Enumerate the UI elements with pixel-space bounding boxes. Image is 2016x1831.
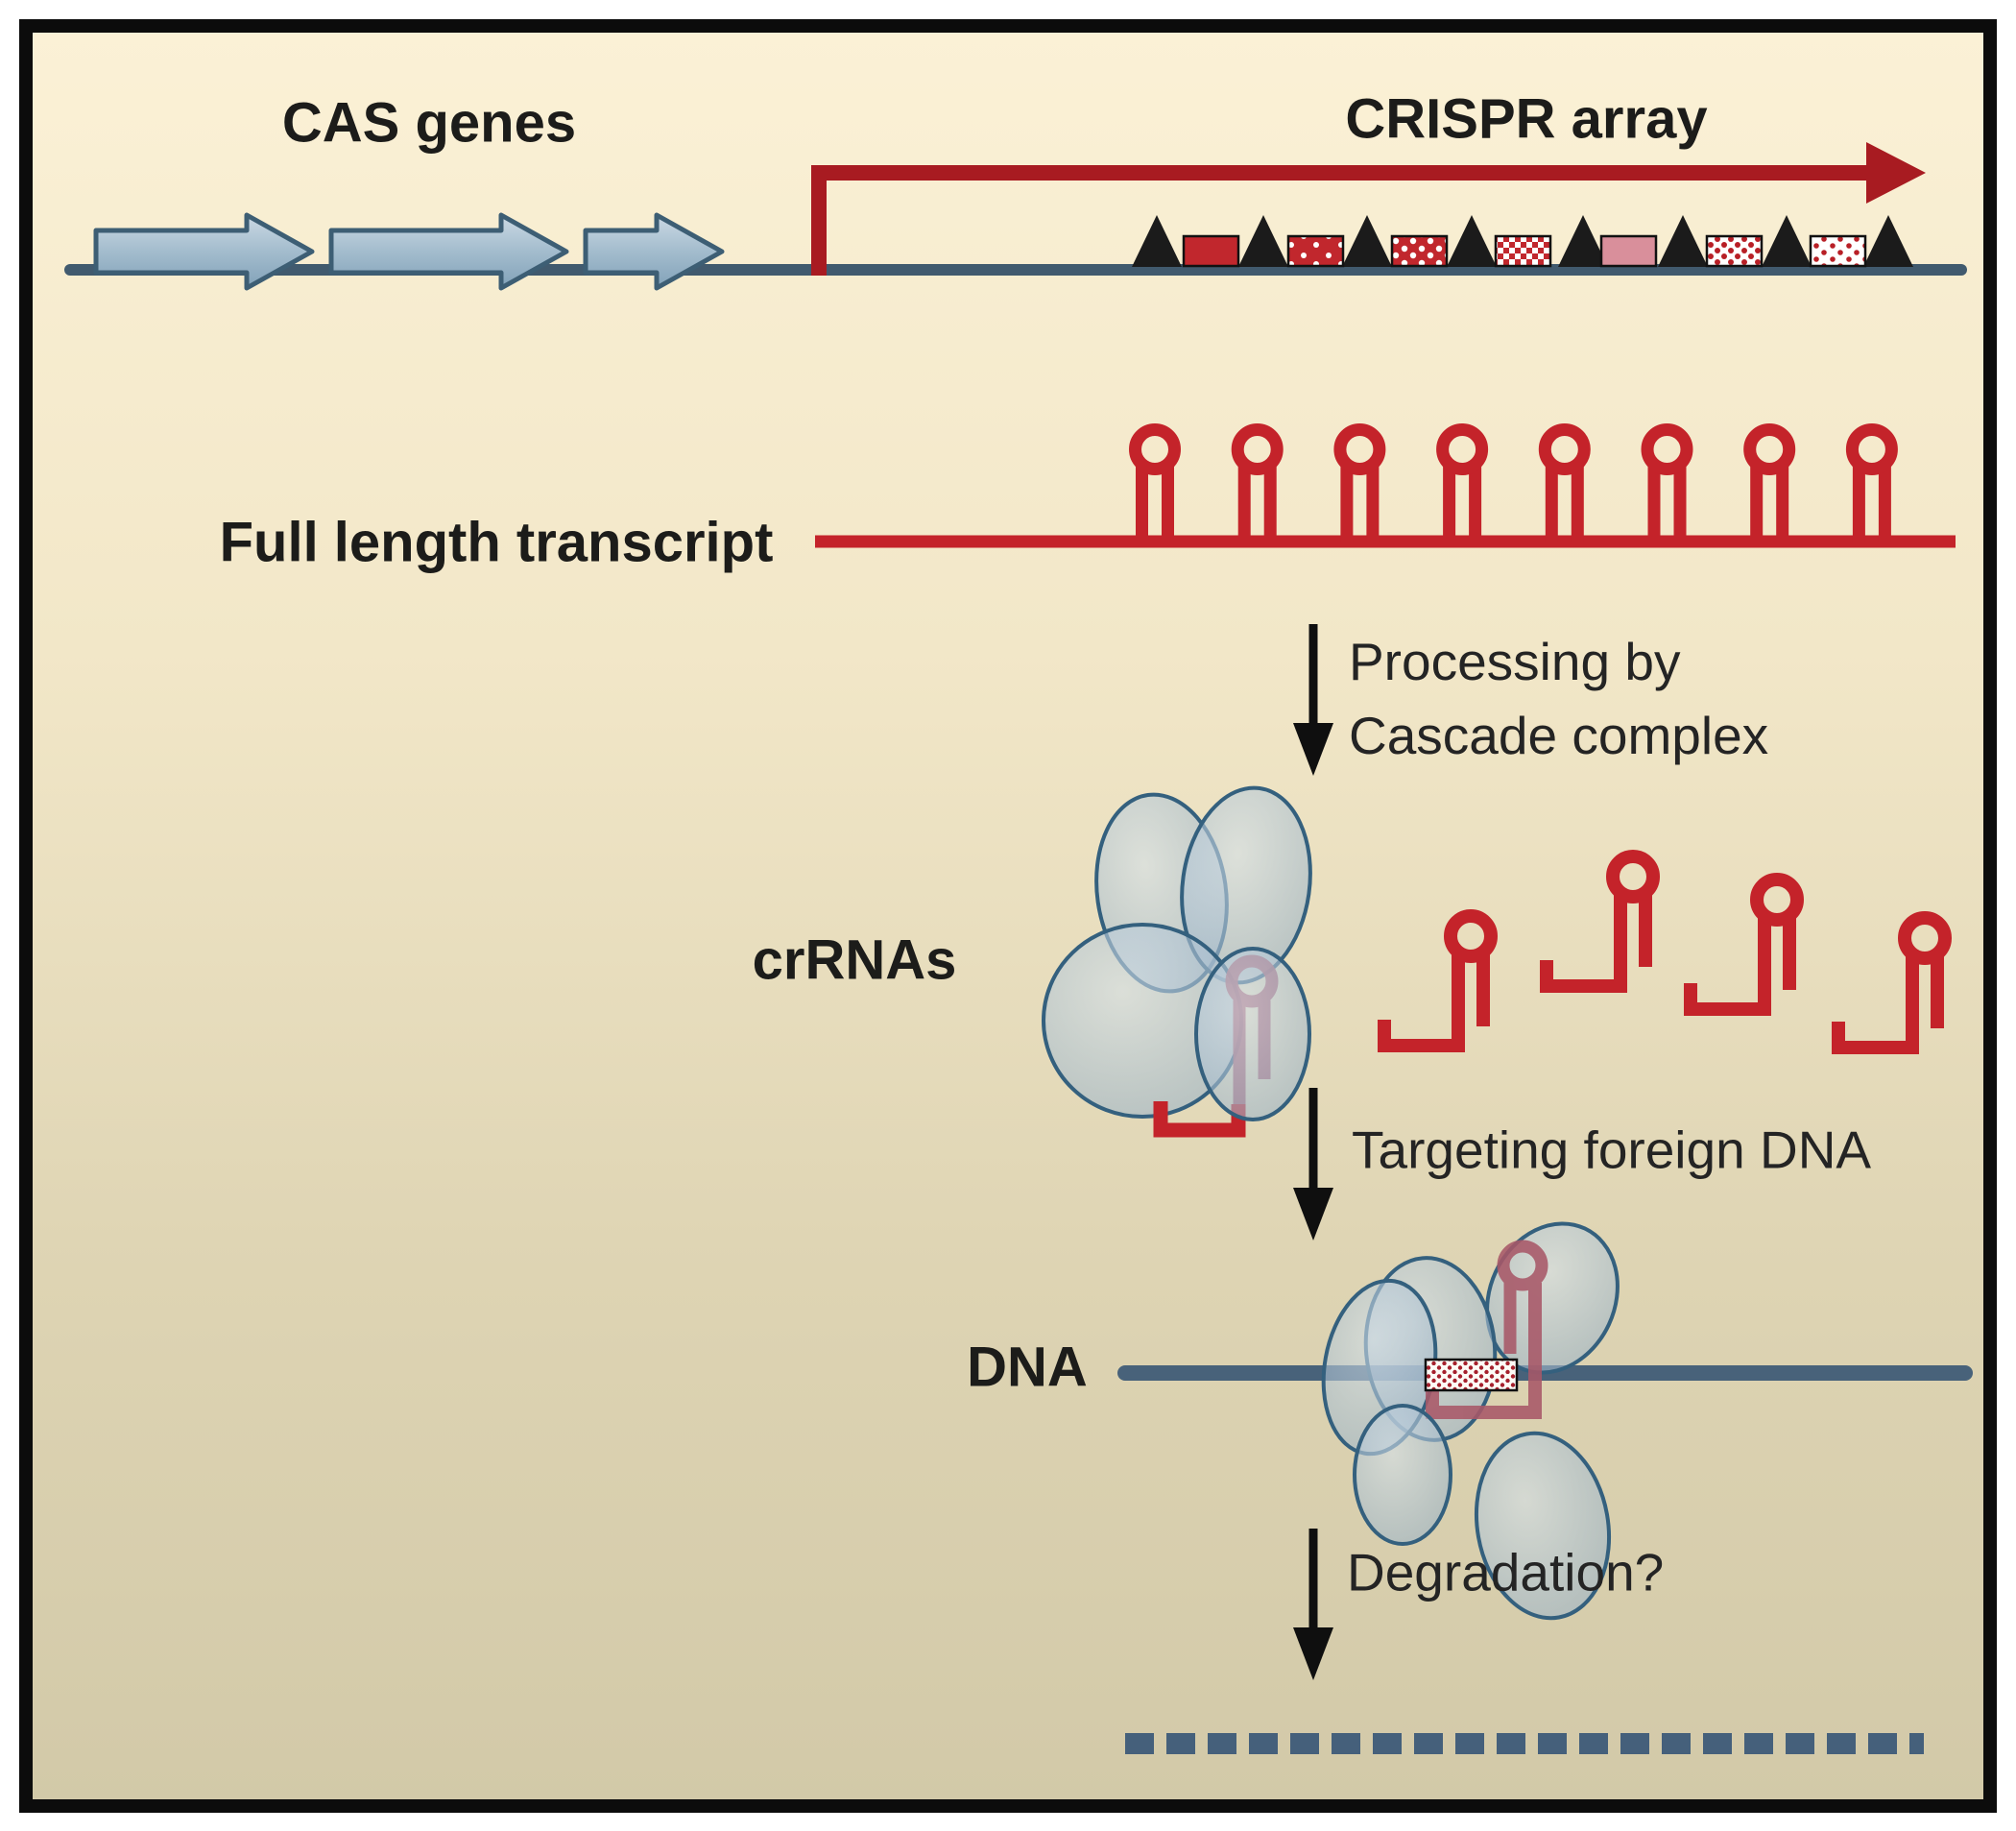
targeting-step-label: Targeting foreign DNA bbox=[1352, 1120, 1872, 1180]
down-arrow-icon-degradation bbox=[1293, 1529, 1333, 1680]
spacer-box-white-with-red-dots bbox=[1809, 234, 1867, 268]
cascade-complex-on-dna bbox=[1321, 1221, 1620, 1621]
down-arrow-icon-targeting bbox=[1293, 1088, 1333, 1241]
repeat-triangle bbox=[1558, 215, 1608, 267]
cas-gene-arrows bbox=[93, 212, 725, 291]
dna-label: DNA bbox=[967, 1336, 1088, 1399]
spacer-box-white-with-dense-red-dots bbox=[1705, 234, 1764, 268]
bound-crrna bbox=[1426, 1240, 1548, 1419]
crispr-array-label: CRISPR array bbox=[1345, 87, 1708, 151]
processing-step-line2: Cascade complex bbox=[1349, 706, 1769, 765]
gene-arrow bbox=[583, 212, 725, 291]
gene-arrow bbox=[93, 212, 315, 291]
transcript-hairpin bbox=[1845, 423, 1898, 542]
spacer-box-solid-red bbox=[1182, 234, 1240, 268]
repeat-triangle bbox=[1238, 215, 1288, 267]
transcript-hairpin bbox=[1129, 423, 1181, 542]
spacer-box-solid-pink bbox=[1599, 234, 1658, 268]
transcript-hairpin bbox=[1436, 423, 1489, 542]
free-crrnas bbox=[1378, 850, 1952, 1054]
transcript-hairpin bbox=[1231, 423, 1284, 542]
spacer-box-white-red-checker bbox=[1494, 234, 1552, 268]
transcript-hairpin bbox=[1743, 423, 1796, 542]
degradation-step-label: Degradation? bbox=[1347, 1542, 1665, 1602]
crrna bbox=[1540, 850, 1660, 993]
repeat-triangle bbox=[1658, 215, 1708, 267]
promoter-arrow-icon bbox=[811, 142, 1926, 276]
cas-genes-label: CAS genes bbox=[281, 91, 577, 155]
cascade-subunit bbox=[1353, 1404, 1452, 1546]
down-arrow-icon-processing bbox=[1293, 624, 1333, 776]
processing-step-label: Processing by Cascade complex bbox=[1349, 625, 1768, 773]
repeat-triangle bbox=[1132, 215, 1182, 267]
cascade-subunit bbox=[1485, 1221, 1620, 1375]
full-length-transcript-label: Full length transcript bbox=[219, 511, 774, 574]
gene-arrow bbox=[328, 212, 569, 291]
cascade-subunit bbox=[1194, 947, 1311, 1121]
spacer-box-red-with-white-dots bbox=[1390, 234, 1449, 268]
crrna bbox=[1684, 873, 1804, 1016]
repeat-triangle bbox=[1863, 215, 1913, 267]
cascade-subunit bbox=[1474, 1431, 1612, 1621]
transcript-hairpin bbox=[1641, 423, 1693, 542]
spacer-box-red-with-sparse-white-dots bbox=[1286, 234, 1345, 268]
processing-step-line1: Processing by bbox=[1349, 632, 1681, 691]
crispr-array-repeats-spacers bbox=[1132, 215, 1913, 268]
crrnas-label: crRNAs bbox=[752, 928, 957, 992]
crrna bbox=[1378, 909, 1498, 1052]
crrna bbox=[1832, 911, 1952, 1054]
transcript-hairpin bbox=[1538, 423, 1591, 542]
repeat-triangle bbox=[1342, 215, 1392, 267]
transcript-hairpin bbox=[1333, 423, 1386, 542]
figure-frame bbox=[19, 19, 1997, 1813]
repeat-triangle bbox=[1762, 215, 1812, 267]
cascade-complex bbox=[1042, 785, 1312, 1138]
repeat-triangle bbox=[1447, 215, 1497, 267]
protospacer-match-box bbox=[1424, 1358, 1519, 1392]
transcript-hairpins bbox=[1129, 423, 1898, 542]
